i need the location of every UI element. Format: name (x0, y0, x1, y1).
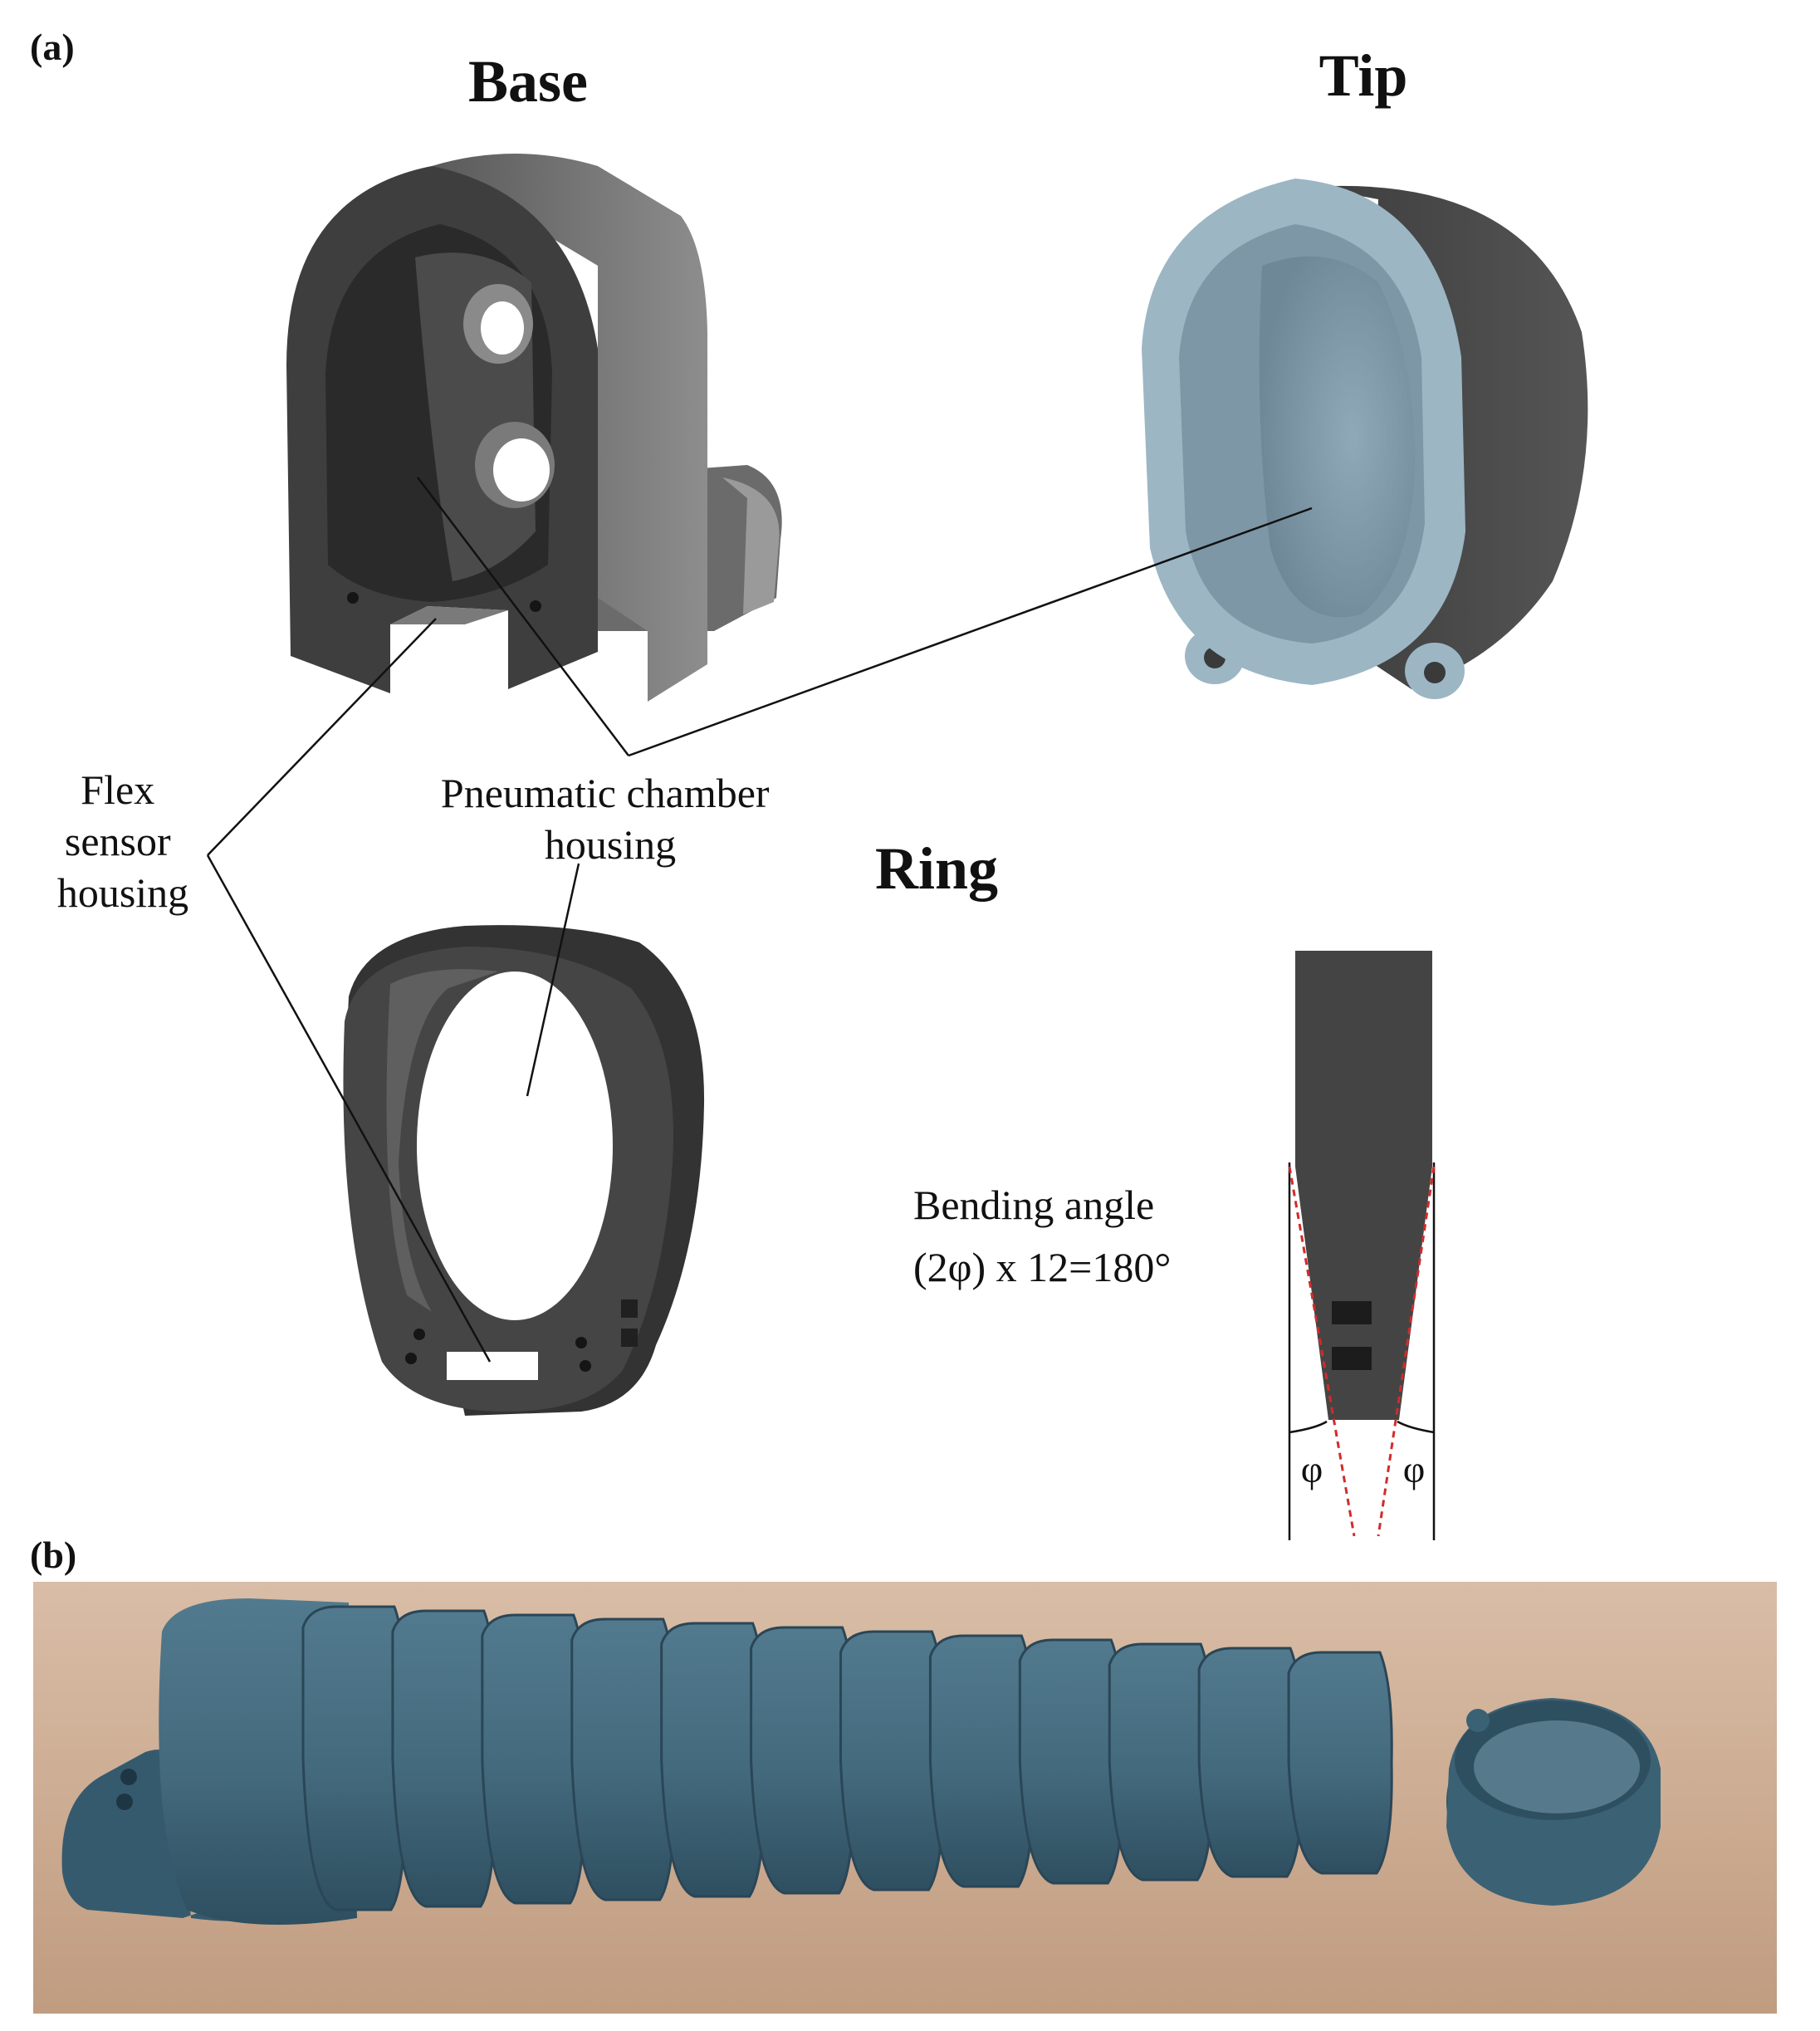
title-base: Base (468, 48, 588, 115)
leader-lines (206, 477, 1313, 1363)
ring-segment (301, 1605, 408, 1911)
ring-segment (1287, 1651, 1393, 1875)
pneumatic-chamber-label: Pneumatic chamber housing (441, 770, 780, 868)
panel-a-label: (a) (30, 26, 75, 68)
bending-angle-label: Bending angle (2φ) x 12=180° (913, 1182, 1171, 1290)
phi-left-label: φ (1301, 1448, 1323, 1490)
phi-right-label: φ (1403, 1448, 1426, 1490)
ring-segment (1197, 1647, 1304, 1878)
panel-b-label: (b) (30, 1534, 76, 1576)
ring-segments (301, 1605, 1393, 1911)
ring-part-render (343, 925, 705, 1416)
title-ring: Ring (875, 835, 998, 902)
bending-angle-diagram (1288, 951, 1436, 1540)
ring-segment (391, 1609, 497, 1908)
tip-part-render (1142, 179, 1588, 699)
ring-segment (1018, 1638, 1124, 1885)
ring-segment (1108, 1642, 1214, 1882)
ring-segment (928, 1634, 1035, 1888)
flex-sensor-label: Flex sensor housing (57, 766, 188, 916)
printed-finger-photo (33, 1582, 1777, 2014)
title-tip: Tip (1319, 42, 1408, 109)
ring-segment (750, 1626, 856, 1895)
ring-segment (570, 1617, 677, 1901)
base-part-render (286, 154, 782, 702)
ring-segment (839, 1630, 946, 1892)
ring-segment (660, 1622, 766, 1898)
ring-segment (481, 1613, 587, 1905)
